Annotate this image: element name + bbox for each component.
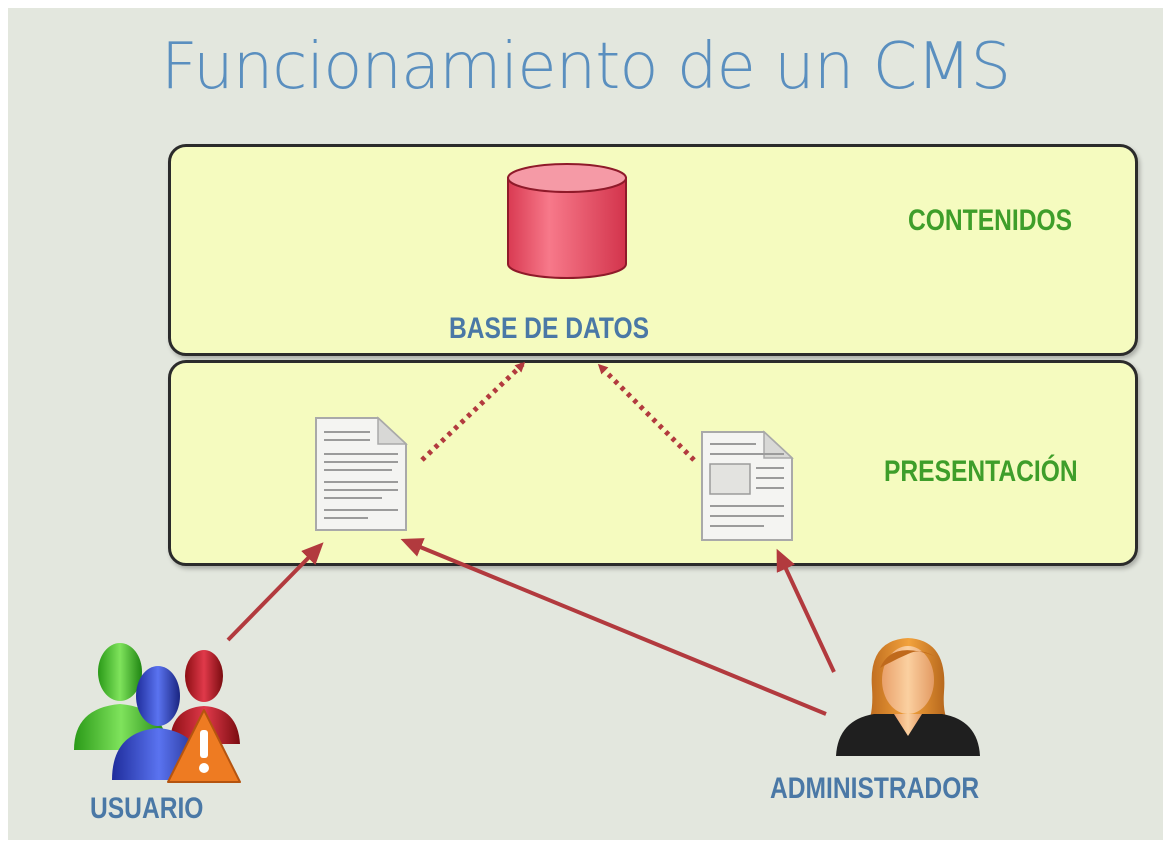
slide-title: Funcionamiento de un CMS: [160, 30, 1011, 104]
admin-page-document-icon: [701, 430, 794, 541]
presentacion-label: PRESENTACIÓN: [884, 455, 1078, 488]
dotted-arrows: [420, 361, 696, 462]
usuario-label: USUARIO: [90, 792, 204, 825]
access-arrows: [226, 538, 836, 716]
warning-icon: [167, 709, 241, 783]
users-group-icon: [74, 643, 240, 780]
database-icon: [507, 163, 627, 279]
contenidos-layer: [168, 144, 1138, 356]
slide: Funcionamiento de un CMS CONTENIDOS PRES…: [8, 8, 1163, 840]
contenidos-label: CONTENIDOS: [908, 204, 1073, 237]
diagram-graphics: [74, 163, 980, 783]
database-label: BASE DE DATOS: [449, 312, 650, 345]
administrador-label: ADMINISTRADOR: [770, 772, 980, 805]
user-page-document-icon: [315, 416, 408, 531]
administrator-icon: [836, 638, 980, 756]
